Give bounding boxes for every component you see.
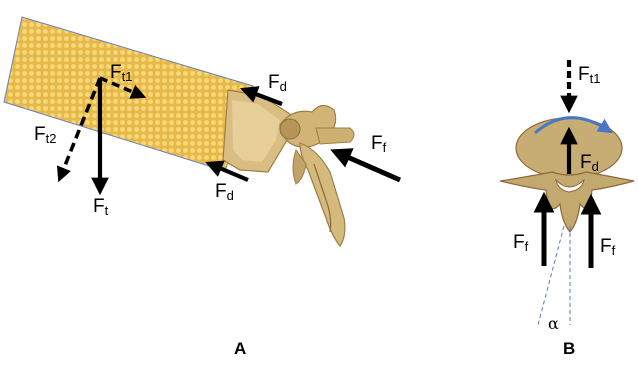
panel-a: Ft1 Ft2 Ft Fd Fd Ff A: [4, 17, 400, 358]
trunk-beam: [4, 17, 253, 171]
b-ff-right-label: Ff: [600, 236, 616, 258]
panel-b: α Ft1 Fd Ff Ff B: [500, 60, 634, 358]
ff-arrow: [336, 152, 400, 180]
fd-top-label: Fd: [268, 72, 287, 94]
panel-a-label: A: [234, 339, 246, 358]
b-ff-left-label: Ff: [513, 232, 529, 254]
vertebra-lateral: [223, 90, 354, 246]
b-ft1-label: Ft1: [578, 64, 600, 86]
ft2-label: Ft2: [34, 124, 56, 146]
ff-label: Ff: [371, 133, 387, 155]
panel-b-label: B: [563, 339, 575, 358]
ft-label: Ft: [93, 196, 109, 218]
fd-bottom-label: Fd: [215, 181, 234, 203]
angle-alpha-label: α: [548, 314, 559, 333]
